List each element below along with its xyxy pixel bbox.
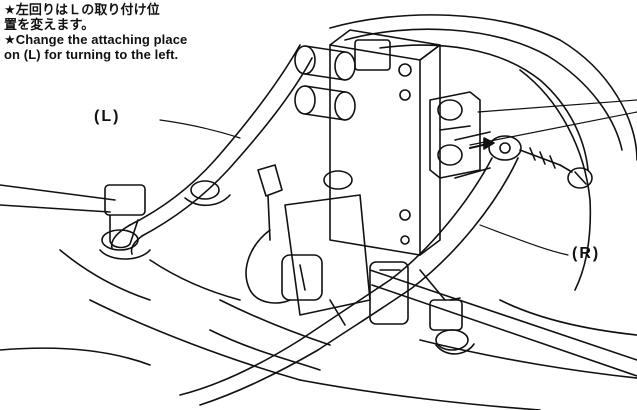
right-rod [179,135,522,406]
center-bulkhead [294,29,441,256]
hull-ribs [0,259,346,371]
note-japanese: ★左回りはＬの取り付け位 置を変えます。 [4,2,160,32]
screw [519,147,593,189]
note-english: ★Change the attaching place on (L) for t… [4,32,188,62]
instruction-note: ★左回りはＬの取り付け位 置を変えます。 ★Change the attachi… [4,2,264,62]
attach-arrow [469,137,495,150]
body-shell [59,14,637,410]
leader-lines [159,99,637,256]
right-bellcrank [429,91,491,179]
left-ball-link [0,184,151,260]
left-rod [110,44,313,255]
cross-link [369,261,637,377]
label-left: (L) [94,108,121,125]
servo [245,164,371,316]
label-right: (R) [572,245,601,262]
